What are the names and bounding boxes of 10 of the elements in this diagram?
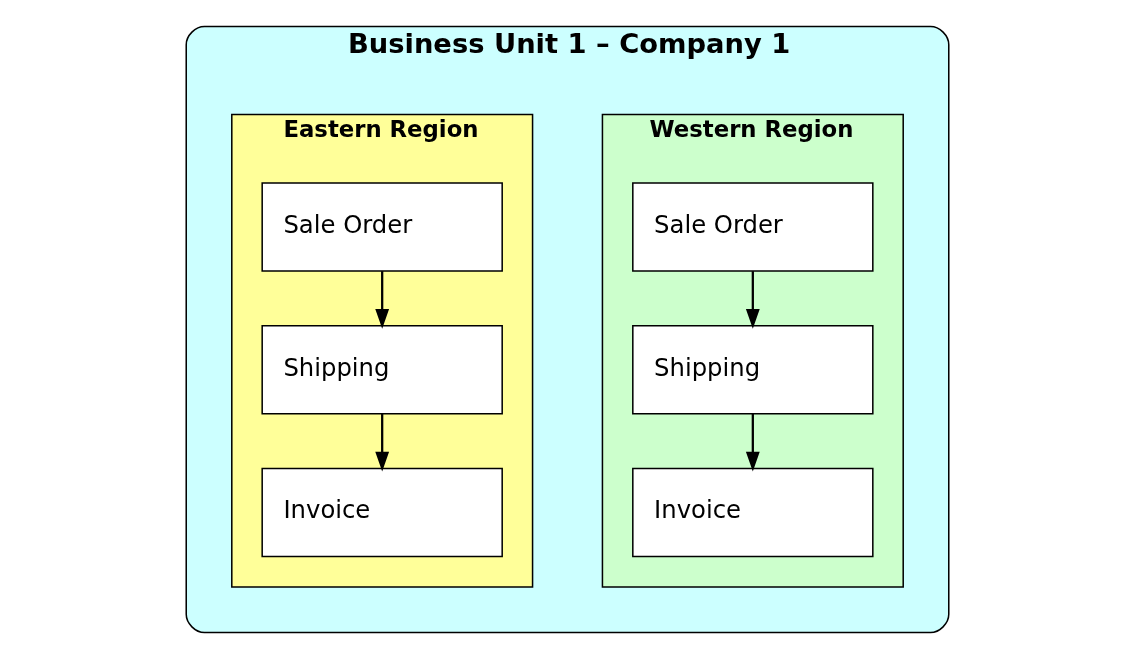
arrow (745, 413, 760, 472)
node-box: Sale Order (260, 182, 503, 272)
arrow (374, 413, 389, 472)
node-box: Sale Order (631, 182, 874, 272)
node-box: Shipping (260, 324, 503, 415)
node-box: Invoice (631, 467, 874, 558)
arrow (374, 271, 389, 329)
node-box: Invoice (260, 467, 503, 558)
arrow (745, 271, 760, 329)
node-box: Shipping (631, 324, 874, 415)
